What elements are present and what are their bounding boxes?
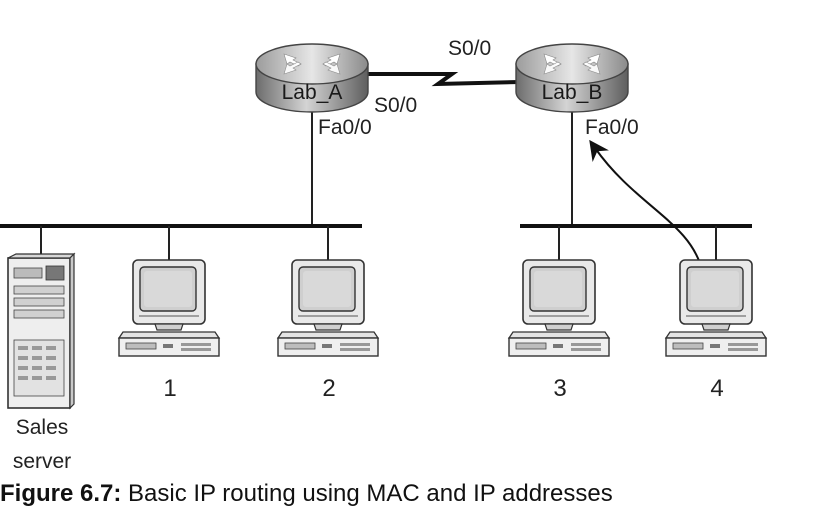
host-3-computer [508, 259, 610, 357]
lab-a-name: Lab_A [282, 81, 343, 104]
host-3-label: 3 [553, 375, 566, 402]
server-label-line2: server [13, 450, 71, 473]
figure-caption: Figure 6.7: Basic IP routing using MAC a… [0, 480, 613, 508]
serial-link [360, 72, 521, 87]
host-1-computer [118, 259, 220, 357]
host-1-label: 1 [163, 375, 176, 402]
host-2-label: 2 [322, 375, 335, 402]
host-4-label: 4 [710, 375, 723, 402]
lab-b-serial-label: S0/0 [448, 37, 491, 60]
server-label-line1: Sales [16, 416, 69, 439]
lab-b-fa-label: Fa0/0 [585, 116, 639, 139]
packet-path-arrow [589, 139, 703, 271]
figure-caption-text: Basic IP routing using MAC and IP addres… [121, 480, 613, 507]
sales-server [7, 252, 76, 410]
lab-b-name: Lab_B [542, 81, 603, 104]
lab-a-fa-label: Fa0/0 [318, 116, 372, 139]
host-4-computer [665, 259, 767, 357]
host-2-computer [277, 259, 379, 357]
lab-a-serial-label: S0/0 [374, 94, 417, 117]
figure-number: Figure 6.7: [0, 480, 122, 507]
